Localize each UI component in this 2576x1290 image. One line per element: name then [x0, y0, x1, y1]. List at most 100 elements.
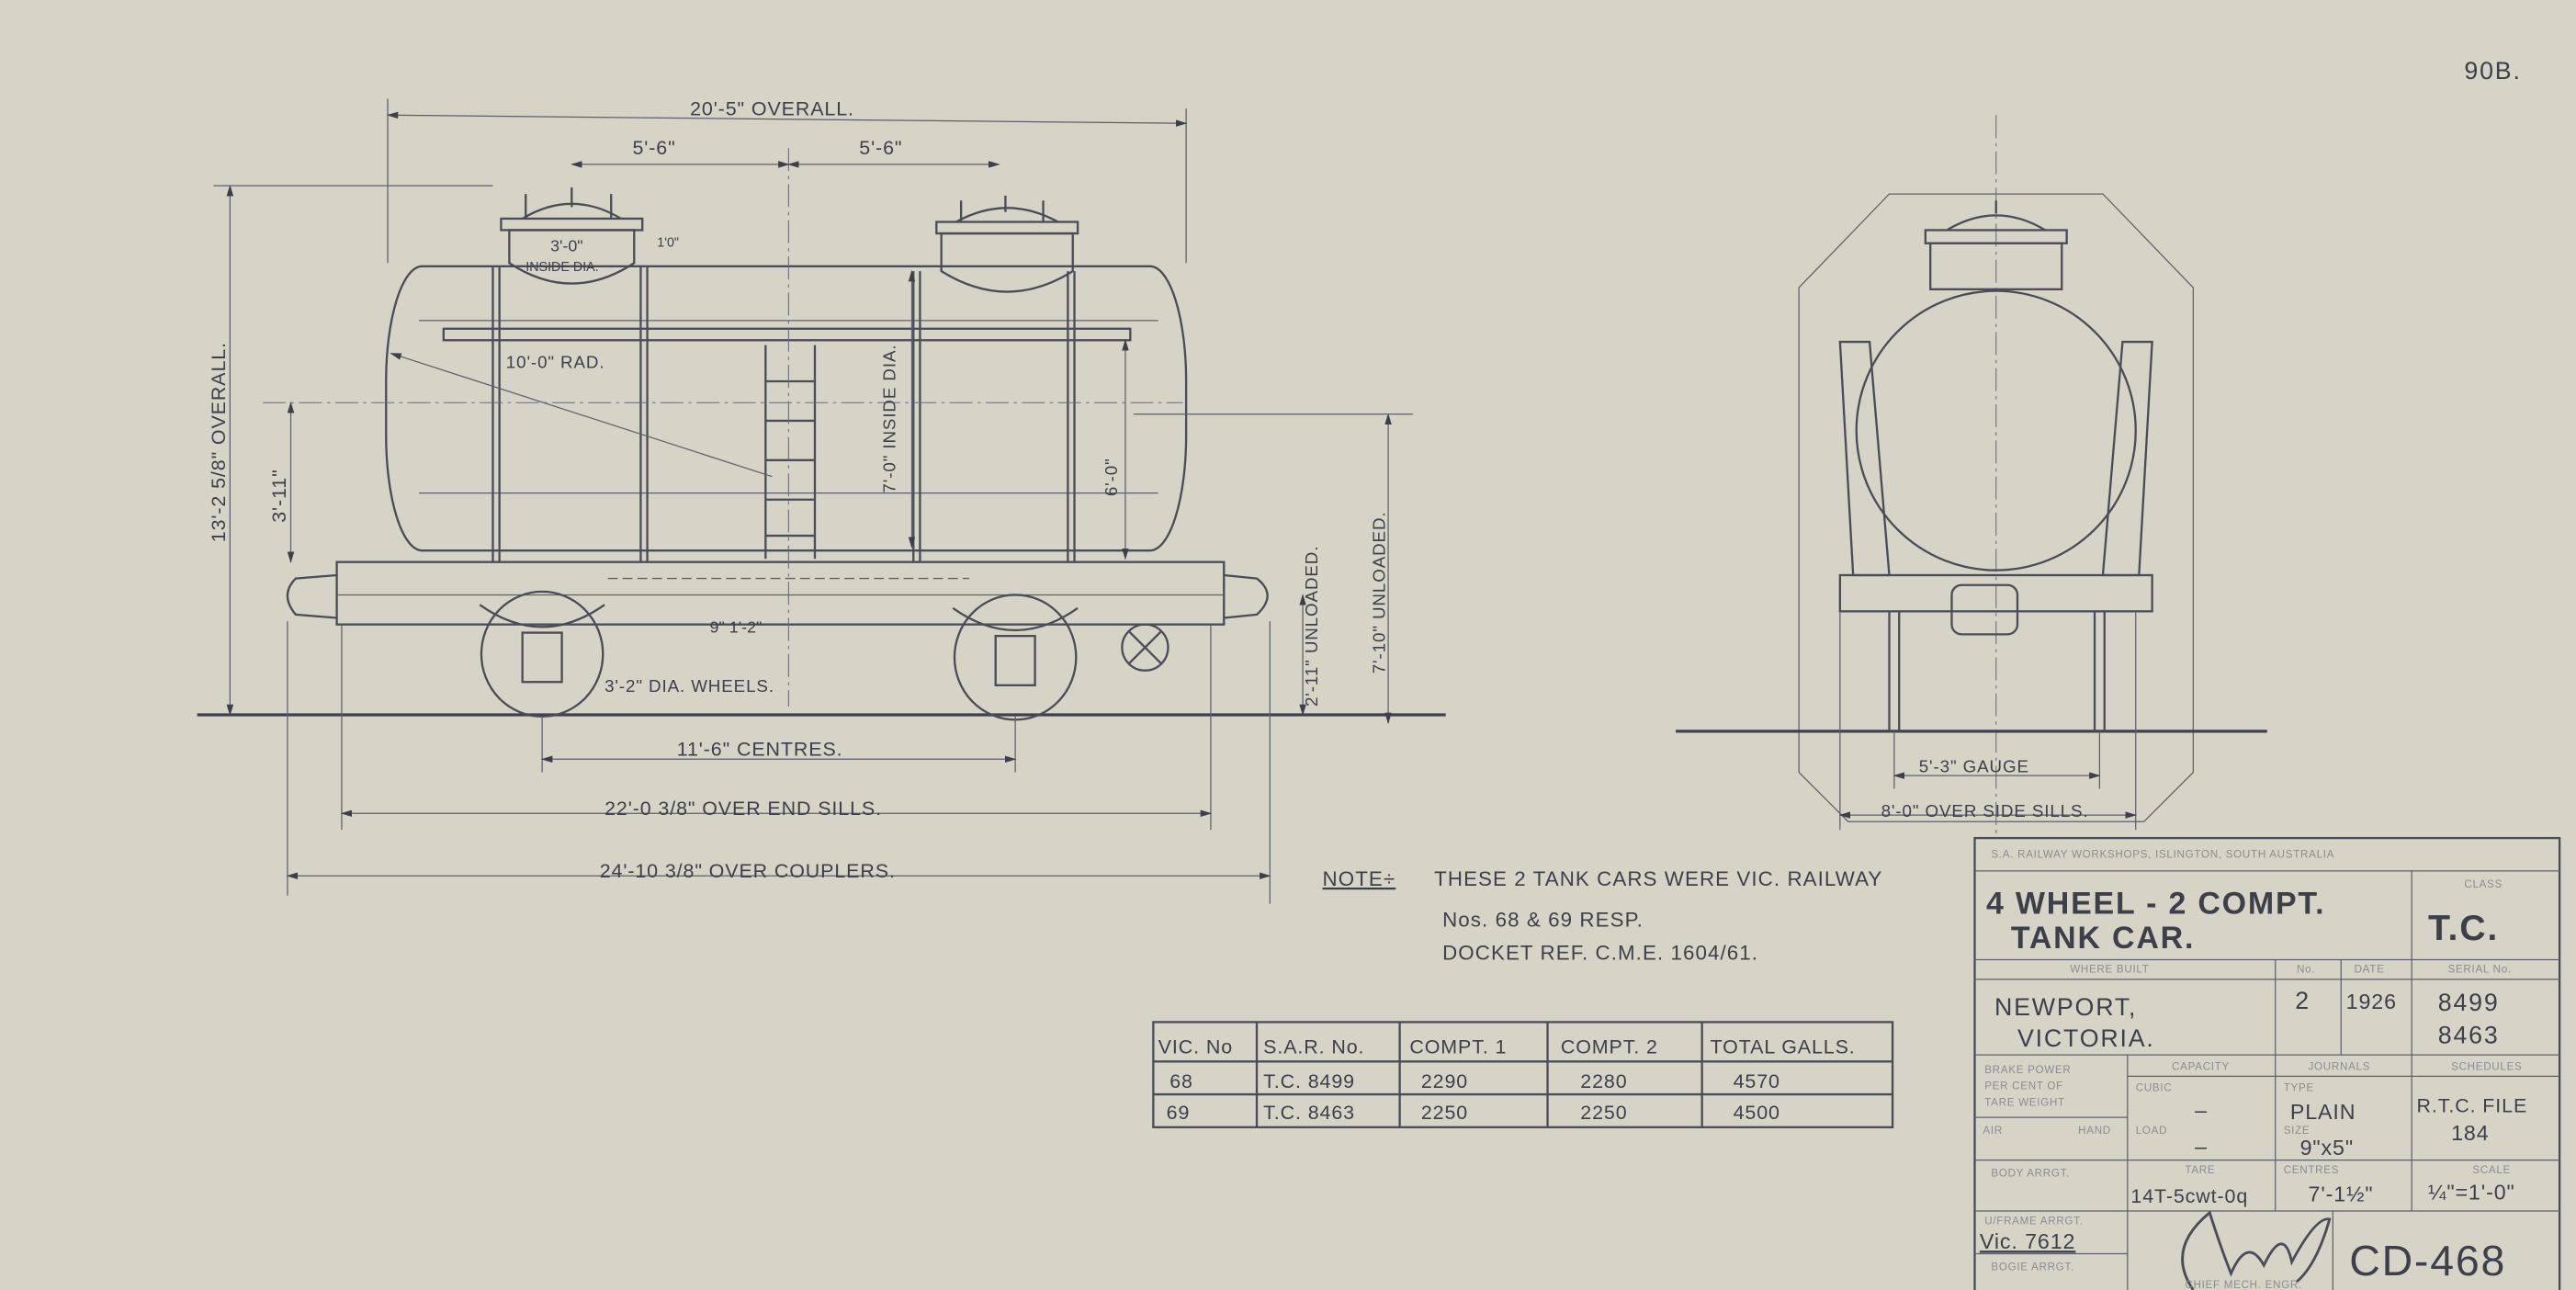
outlet-dims-label: 9" 1'-2" [710, 618, 763, 637]
walkway-height-label: 7'-10" UNLOADED. [1370, 511, 1389, 673]
schedules-label: SCHEDULES [2451, 1060, 2522, 1072]
cubic-value: – [2195, 1098, 2208, 1122]
date-label: DATE [2355, 964, 2385, 976]
where-built-label: WHERE BUILT [2070, 964, 2149, 976]
drawing-title: 4 WHEEL - 2 COMPT. [1986, 886, 2325, 921]
class-label: CLASS [2464, 878, 2503, 890]
capacity-table: VIC. No S.A.R. No. COMPT. 1 COMPT. 2 TOT… [1152, 1021, 1894, 1129]
wheel-centres-label: 11'-6" CENTRES. [677, 739, 843, 761]
uframe-label: U/FRAME ARRGT. [1984, 1215, 2083, 1227]
over-couplers-label: 24'-10 3/8" OVER COUPLERS. [600, 860, 896, 882]
over-side-sills-label: 8'-0" OVER SIDE SILLS. [1881, 801, 2089, 820]
brake-label: TARE WEIGHT [1984, 1097, 2065, 1109]
over-end-sills-label: 22'-0 3/8" OVER END SILLS. [604, 798, 882, 820]
dome-right-offset-label: 5'-6" [859, 137, 902, 159]
table-header: COMPT. 1 [1409, 1035, 1507, 1058]
table-cell: 69 [1167, 1102, 1191, 1124]
side-elevation: 20'-5" OVERALL. 5'-6" 5'-6" 13'-2 5/8" O… [197, 97, 1446, 904]
table-cell: 2250 [1421, 1102, 1468, 1124]
load-value: – [2195, 1134, 2208, 1158]
left-coupler [286, 573, 337, 619]
table-header: S.A.R. No. [1263, 1035, 1364, 1058]
size-label: SIZE [2284, 1125, 2310, 1137]
tank-body [385, 265, 1188, 552]
note: NOTE÷ THESE 2 TANK CARS WERE VIC. RAILWA… [1323, 867, 1882, 964]
title-block: S.A. RAILWAY WORKSHOPS, ISLINGTON, SOUTH… [1973, 836, 2561, 1290]
hand-brake-wheel-icon [1121, 623, 1169, 672]
note-label: NOTE÷ [1323, 867, 1396, 890]
capacity-label: CAPACITY [2172, 1060, 2230, 1072]
serial-value: 8499 [2438, 989, 2500, 1016]
underframe [335, 560, 1226, 626]
table-header: TOTAL GALLS. [1711, 1035, 1856, 1058]
end-elevation: 5'-3" GAUGE 8'-0" OVER SIDE SILLS. [1676, 115, 2267, 839]
table-cell: 2280 [1580, 1070, 1627, 1092]
journals-label: JOURNALS [2309, 1060, 2371, 1072]
body-arrgt-label: BODY ARRGT. [1991, 1168, 2070, 1180]
walkway [442, 327, 1132, 342]
table-header: COMPT. 2 [1561, 1035, 1658, 1058]
centres-value: 7'-1½" [2309, 1182, 2374, 1205]
coupler [1950, 583, 2019, 636]
engineer-signature [2181, 1210, 2332, 1290]
note-line: DOCKET REF. C.M.E. 1604/61. [1442, 941, 1758, 964]
dome-height-label: 1'0" [657, 235, 679, 250]
serial-label: SERIAL No. [2448, 964, 2512, 976]
note-line: Nos. 68 & 69 RESP. [1442, 909, 1644, 932]
sheet-number: 90B. [2464, 57, 2521, 85]
bogie-label: BOGIE ARRGT. [1991, 1261, 2074, 1273]
tank-inside-dia-label: 7'-0" INSIDE DIA. [880, 345, 899, 493]
serial-value: 8463 [2438, 1022, 2500, 1049]
overall-height-label: 13'-2 5/8" OVERALL. [208, 342, 230, 542]
table-cell: T.C. 8499 [1263, 1070, 1355, 1092]
air-label: AIR [1983, 1125, 2003, 1137]
workshop-label: S.A. RAILWAY WORKSHOPS, ISLINGTON, SOUTH… [1991, 849, 2334, 861]
centres-label: CENTRES [2284, 1164, 2339, 1176]
ladder [764, 345, 817, 560]
where-built-value: NEWPORT, [1994, 993, 2137, 1021]
cubic-label: CUBIC [2136, 1082, 2173, 1094]
loading-gauge-outline [1798, 193, 2194, 822]
dome-dia-label: 3'-0" [550, 237, 583, 255]
tare-label: TARE [2185, 1164, 2215, 1176]
hand-label: HAND [2078, 1125, 2111, 1137]
right-coupler [1224, 573, 1269, 619]
right-dome [935, 195, 1079, 293]
right-wheelset [952, 594, 1079, 721]
table-row: 69 T.C. 8463 2250 2250 4500 [1167, 1102, 1780, 1124]
tank-section [1855, 289, 2137, 571]
left-dome [500, 187, 644, 285]
dome-left-offset-label: 5'-6" [632, 137, 675, 159]
tank-height-label: 6'-0" [1102, 458, 1121, 496]
note-line: THESE 2 TANK CARS WERE VIC. RAILWAY [1434, 867, 1882, 890]
type-label: TYPE [2284, 1082, 2314, 1094]
frame-height-label: 3'-11" [268, 469, 290, 522]
table-cell: 4570 [1734, 1070, 1780, 1092]
table-cell: T.C. 8463 [1263, 1102, 1355, 1124]
table-cell: 4500 [1734, 1102, 1780, 1124]
drawing-number: CD-468 [2349, 1237, 2506, 1284]
brake-label: BRAKE POWER [1984, 1064, 2071, 1076]
schedules-value: 184 [2451, 1121, 2489, 1145]
table-cell: 2290 [1421, 1070, 1468, 1092]
drawing-title: TANK CAR. [2011, 921, 2195, 956]
where-built-value: VICTORIA. [2017, 1024, 2155, 1052]
size-value: 9"x5" [2300, 1136, 2354, 1160]
scale-label: SCALE [2472, 1164, 2511, 1176]
engineer-label: CHIEF MECH. ENGR. [2185, 1279, 2302, 1290]
schedules-value: R.T.C. FILE [2417, 1095, 2528, 1117]
table-header: VIC. No [1158, 1035, 1233, 1058]
gauge-label: 5'-3" GAUGE [1919, 757, 2029, 776]
type-value: PLAIN [2290, 1100, 2356, 1124]
number-value: 2 [2295, 987, 2310, 1014]
table-row: 68 T.C. 8499 2290 2280 4570 [1169, 1070, 1780, 1092]
end-radius-label: 10'-0" RAD. [506, 353, 605, 372]
table-cell: 68 [1169, 1070, 1193, 1092]
date-value: 1926 [2346, 990, 2397, 1013]
end-underframe [1838, 573, 2153, 613]
wheel-dia-label: 3'-2" DIA. WHEELS. [604, 676, 774, 696]
uframe-value: Vic. 7612 [1980, 1229, 2076, 1253]
left-wheelset [479, 590, 605, 718]
brake-label: PER CENT OF [1984, 1081, 2063, 1092]
buffer-height-label: 2'-11" UNLOADED. [1302, 546, 1321, 707]
